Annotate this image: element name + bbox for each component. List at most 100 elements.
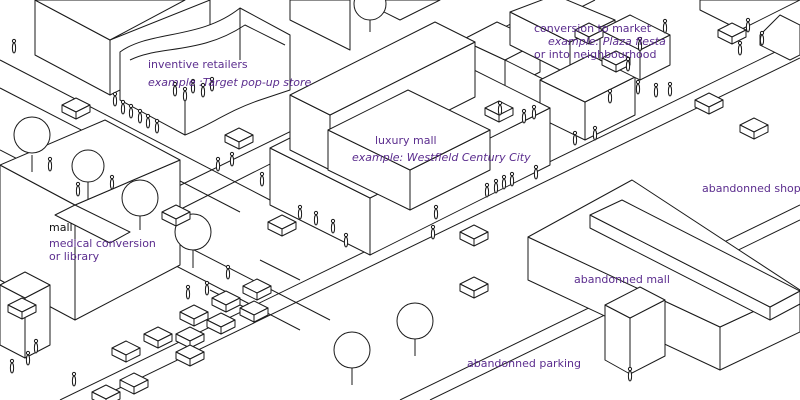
car [574, 22, 604, 45]
person [297, 204, 303, 220]
person [572, 130, 578, 146]
person [433, 204, 439, 220]
person [484, 182, 490, 198]
person [653, 82, 659, 98]
person [145, 113, 151, 129]
person [313, 210, 319, 226]
person [330, 218, 336, 234]
person [667, 81, 673, 97]
abandoned-shops-label: abandonned shops [702, 182, 800, 195]
conversion-neighbourhood-label: or into neighbourhood [534, 48, 657, 61]
person [627, 366, 633, 382]
car [143, 326, 173, 349]
car [175, 344, 205, 367]
person [200, 82, 206, 98]
person [11, 38, 17, 54]
tree [333, 331, 371, 385]
person [120, 99, 126, 115]
tree [121, 179, 159, 230]
tree [396, 302, 434, 356]
conversion-market-label: conversion to market [534, 22, 652, 35]
inventive-retailers-building [34, 0, 351, 136]
person [635, 79, 641, 95]
person [109, 174, 115, 190]
person [25, 350, 31, 366]
person [509, 171, 515, 187]
tree [71, 149, 105, 200]
luxury-mall-building [269, 21, 551, 256]
car [739, 117, 769, 140]
person [215, 156, 221, 172]
person [209, 76, 215, 92]
car [717, 22, 747, 45]
person [533, 164, 539, 180]
parked-cars [7, 22, 769, 400]
person [204, 280, 210, 296]
person [737, 40, 743, 56]
person [185, 284, 191, 300]
person [607, 88, 613, 104]
person [229, 151, 235, 167]
person [637, 36, 643, 52]
person [501, 174, 507, 190]
car [119, 372, 149, 395]
person [531, 104, 537, 120]
person [625, 56, 631, 72]
person [9, 358, 15, 374]
person [225, 264, 231, 280]
luxury-mall-label: luxury mall [375, 134, 437, 147]
car [459, 276, 489, 299]
car [694, 92, 724, 115]
inventive-retailers-label: inventive retailers [148, 58, 248, 71]
car [175, 326, 205, 349]
car [211, 290, 241, 313]
person [75, 181, 81, 197]
conversion-market-buildings [461, 0, 671, 141]
person [47, 156, 53, 172]
person [128, 103, 134, 119]
mall-library-label: or library [49, 250, 100, 263]
tree [13, 116, 51, 172]
car [459, 224, 489, 247]
person [662, 18, 668, 34]
pedestrians [9, 17, 765, 387]
tree [353, 0, 387, 32]
person [182, 86, 188, 102]
person [172, 81, 178, 97]
person [154, 118, 160, 134]
person [137, 108, 143, 124]
person [521, 108, 527, 124]
person [33, 338, 39, 354]
inventive-retailers-example: example :Target pop-up store [148, 76, 312, 89]
person [259, 171, 265, 187]
mall-label: mall [49, 221, 73, 234]
car [111, 340, 141, 363]
person [71, 371, 77, 387]
car [91, 384, 121, 400]
car [224, 127, 254, 150]
luxury-mall-example: example: Westfield Century City [352, 151, 531, 164]
conversion-market-example: example: Plaza fiesta [548, 35, 666, 48]
abandoned-mall-building [527, 14, 800, 375]
car [267, 214, 297, 237]
person [592, 125, 598, 141]
tree [174, 213, 212, 268]
car [7, 297, 37, 320]
car [161, 204, 191, 227]
car [179, 304, 209, 327]
person [343, 232, 349, 248]
person [430, 224, 436, 240]
mall-conversion-label: medical conversion [49, 237, 156, 250]
person [745, 17, 751, 33]
person [493, 178, 499, 194]
car [61, 97, 91, 120]
trees [13, 0, 434, 385]
person [190, 78, 196, 94]
person [497, 100, 503, 116]
car [239, 300, 269, 323]
person [759, 30, 765, 46]
person [112, 91, 118, 107]
abandoned-parking-label: abandonned parking [467, 357, 581, 370]
